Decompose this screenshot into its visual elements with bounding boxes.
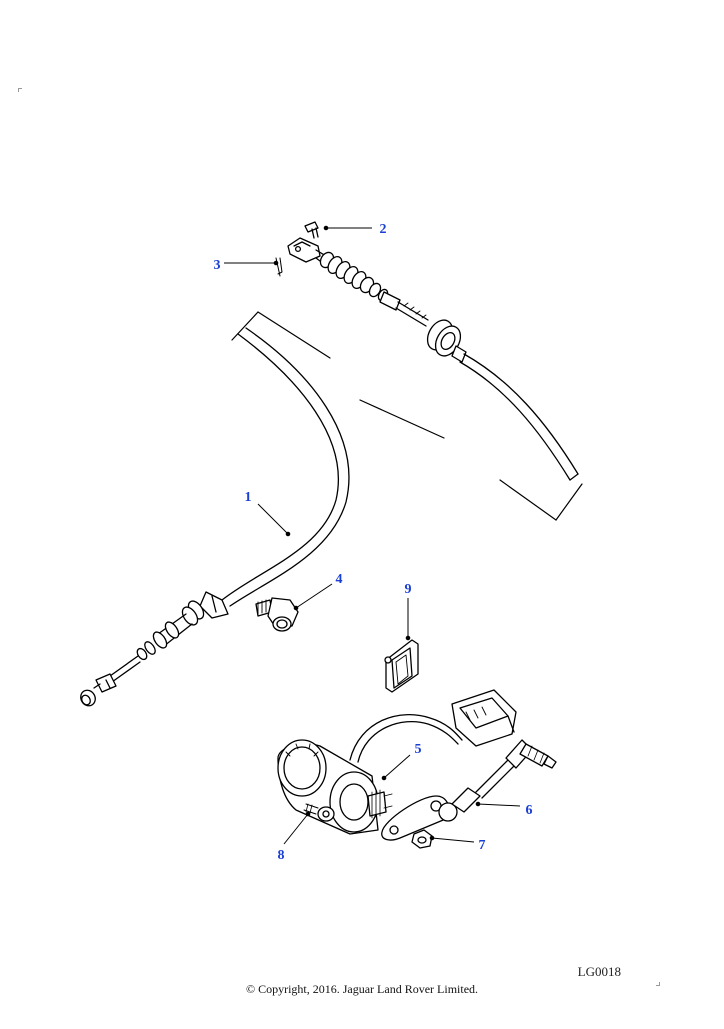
crop-mark	[18, 88, 22, 92]
callout-6: 6	[526, 803, 533, 818]
gear-change-cable	[80, 327, 350, 707]
leader-7	[431, 837, 475, 843]
callout-7: 7	[479, 838, 486, 853]
sensor-unit-5	[277, 689, 517, 835]
bolt-8-icon	[303, 803, 335, 822]
leader-5	[383, 754, 411, 779]
leader-1	[257, 503, 289, 535]
callout-1: 1	[245, 490, 252, 505]
callout-2: 2	[380, 222, 387, 237]
leader-6	[477, 803, 521, 807]
cable-clip-4-icon	[255, 597, 299, 632]
link-arm-6	[381, 739, 557, 841]
copyright-notice: © Copyright, 2016. Jaguar Land Rover Lim…	[245, 982, 479, 996]
callout-9: 9	[405, 582, 412, 597]
leader-lines	[224, 225, 521, 845]
callout-5: 5	[415, 742, 422, 757]
break-lines	[231, 311, 583, 521]
callout-8: 8	[278, 848, 285, 863]
leader-8	[283, 813, 309, 845]
cable-upper-end	[287, 237, 579, 481]
crop-mark	[656, 982, 660, 986]
leader-4	[295, 583, 333, 609]
callout-3: 3	[214, 258, 221, 273]
illustration-reference: LG0018	[577, 964, 621, 979]
callout-4: 4	[336, 572, 343, 587]
bracket-9-icon	[384, 639, 419, 693]
bolt-2-icon	[304, 221, 319, 239]
nut-7-icon	[411, 829, 433, 849]
spring-clip-3-icon	[275, 257, 283, 277]
